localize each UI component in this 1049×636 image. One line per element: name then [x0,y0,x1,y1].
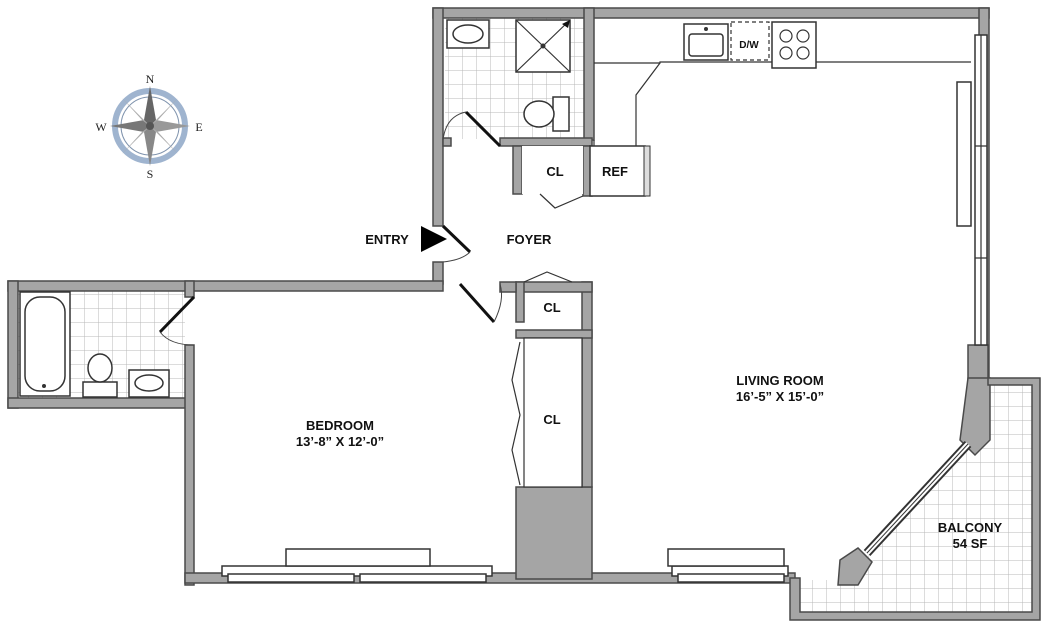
balcony-tile-floor [800,385,1032,612]
closet-middle [523,271,573,283]
stove-icon [771,21,817,69]
compass-north-label: N [146,72,155,86]
bedroom-window [221,548,493,583]
walls [7,7,1041,621]
entry-door-icon [441,224,472,254]
entry-label: ENTRY [365,232,409,247]
compass-south-label: S [147,167,154,181]
kitchen-counter [594,61,971,146]
compass-west-label: W [95,120,107,134]
living-room-dims: 16’-5” X 15’-0” [736,389,824,404]
balcony-area: 54 SF [953,536,988,551]
shower-icon [515,19,571,73]
balcony-label: BALCONY [938,520,1003,535]
balcony-door [863,440,972,557]
refrigerator-label: REF [602,164,628,179]
bath1-sink-icon [446,19,490,49]
bath2-sink-icon [128,369,170,398]
bedroom-dims: 13’-8” X 12’-0” [296,434,384,449]
bedroom-door-icon [458,282,496,324]
foyer-label: FOYER [507,232,552,247]
living-room-label: LIVING ROOM [736,373,823,388]
entry-arrow-icon [421,226,447,252]
bathtub-icon [19,291,71,397]
dishwasher-icon [730,21,770,61]
dishwasher-label: D/W [739,40,759,51]
bath1-door-icon [464,110,502,148]
compass-rose-icon [110,86,190,166]
compass-east-label: E [195,120,202,134]
bedroom-label: BEDROOM [306,418,374,433]
kitchen-sink-icon [683,23,729,61]
closet-middle-label: CL [543,300,560,315]
bath1-toilet-icon [523,96,570,132]
closet-upper-label: CL [546,164,563,179]
closet-lower-label: CL [543,412,560,427]
bath2-door-icon [158,295,196,334]
closet-lower [511,337,583,488]
living-window [667,548,789,583]
closet-upper [522,146,584,209]
bath2-toilet-icon [82,353,118,398]
living-right-window [956,34,988,346]
